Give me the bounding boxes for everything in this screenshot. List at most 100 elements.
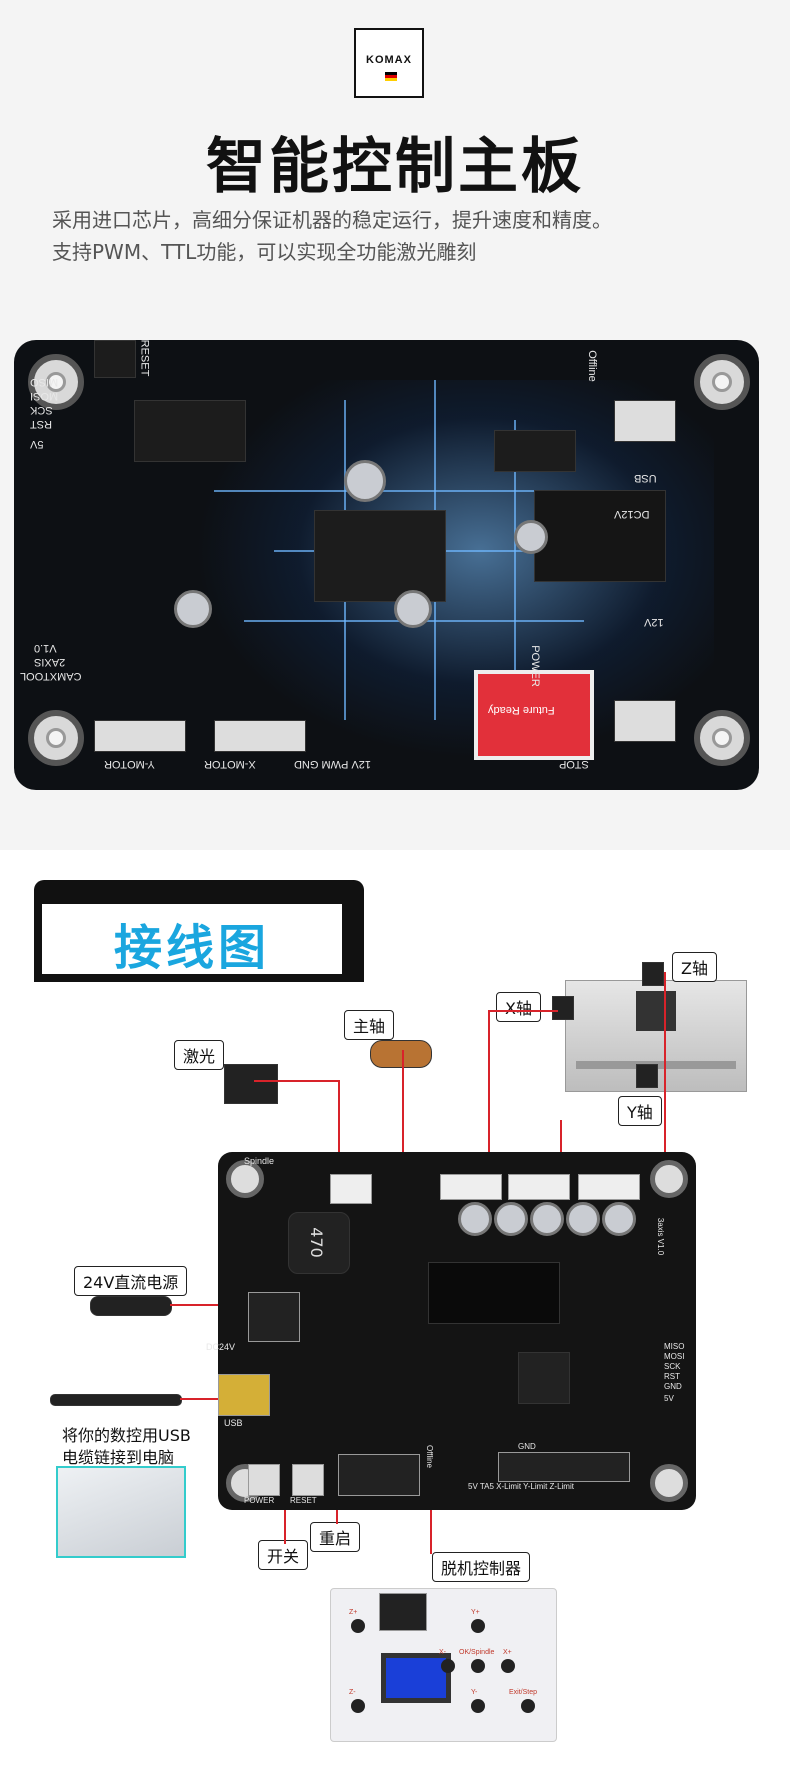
heatsink [428,1262,560,1324]
mcu-chip [314,510,446,602]
y-motor [636,1064,658,1088]
label-switch: 开关 [258,1540,309,1570]
key-z-minus: Z- [349,1689,356,1696]
key-ok-spindle: OK/Spindle [459,1649,495,1656]
label-z-axis: Z轴 [672,952,717,982]
pcb-silk-gnd2: GND [664,1382,682,1391]
capacitor [394,590,432,628]
capacitor [174,590,212,628]
power-button [248,1464,280,1496]
spindle-connector [330,1174,372,1204]
mainboard-photo: Future Ready RESET Offline USB DC12V 12V… [14,340,759,790]
label-spindle: 主轴 [344,1010,395,1040]
dc-plug [90,1296,172,1316]
mounting-hole [28,710,84,766]
mounting-hole [694,354,750,410]
silk-reset: RESET [138,340,151,377]
chip [534,490,666,582]
key-y-minus: Y- [471,1689,478,1696]
usb-note-line-1: 将你的数控用USB [62,1426,191,1445]
silk-version: V1.0 [34,642,57,654]
label-power-supply: 24V直流电源 [74,1266,188,1296]
pcb-silk-sck: SCK [664,1362,681,1371]
mounting-hole [28,354,84,410]
description-line-1: 采用进口芯片，高细分保证机器的稳定运行，提升速度和精度。 [52,208,612,232]
german-flag-icon [385,72,397,81]
x-motor [552,996,574,1020]
key-z-plus: Z+ [349,1609,358,1616]
brand-logo: KOMAX [354,28,424,98]
usb-port [614,400,676,442]
usb-note-line-2: 电缆链接到电脑 [62,1448,175,1467]
pcb-silk-offline: Offline [424,1445,434,1468]
silk-dc12v: DC12V [614,508,650,520]
z-motor [642,962,664,986]
label-laser: 激光 [174,1040,225,1070]
label-restart: 重启 [310,1522,361,1552]
limit-pins [498,1452,630,1482]
pcb-silk-rst: RST [664,1372,680,1381]
pcb-silk-version: 3axis V1.0 [656,1217,666,1256]
key-exit-step: Exit/Step [509,1689,538,1696]
silk-12v: 12V [644,616,664,628]
chip [134,400,246,462]
dc-jack [248,1292,300,1342]
silk-2axis: 2AXIS [34,656,66,668]
pcb-silk-5v: 5V [664,1394,674,1403]
offline-controller-photo: Z+ Z- Y+ Y- X- X+ OK/Spindle Exit/Step [330,1588,557,1742]
controller-screen [381,1653,451,1703]
reset-button [94,340,136,378]
silk-pwm-gnd: 12V PWM GND [294,758,372,770]
silk-offline: Offline [585,350,598,382]
description-line-2: 支持PWM、TTL功能，可以实现全功能激光雕刻 [52,240,477,264]
pcb-silk-gnd: GND [518,1442,536,1451]
inductor-label: 470 [306,1227,326,1258]
pcb-silk-miso: MISO [664,1342,685,1351]
silk-y-motor: Y-MOTOR [104,758,155,770]
label-y-axis: Y轴 [618,1096,662,1126]
pcb-silk-power: POWER [244,1496,275,1505]
laptop-photo [56,1466,186,1558]
pcb-silk-reset: RESET [290,1496,317,1505]
silk-sck: SCK [30,404,53,416]
silk-5v: 5V [30,438,44,450]
product-banner: KOMAX 智能控制主板 采用进口芯片，高细分保证机器的稳定运行，提升速度和精度… [0,0,790,850]
pcb-silk-mosi: MOSI [664,1352,685,1361]
key-x-minus: X- [439,1649,446,1656]
laser-module [224,1064,278,1104]
silk-miso: MISO [30,376,59,388]
mcu-chip [518,1352,570,1404]
wiring-section-title: 接线图 [113,920,270,976]
stop-connector [614,700,676,742]
pcb-silk-dc24v: DC24V [206,1342,236,1352]
y-connector [508,1174,570,1200]
key-x-plus: X+ [503,1649,512,1656]
wiring-section-header: 接线图 [34,880,364,982]
chip [494,430,576,472]
z-connector [578,1174,640,1200]
silk-stop: STOP [559,758,589,770]
silk-camxtool: CAMXTOOL [20,670,82,682]
motor-connector [94,720,186,752]
power-switch: Future Ready [474,670,594,760]
offline-header [338,1454,420,1496]
usb-cable [50,1394,182,1406]
silk-x-motor: X-MOTOR [204,758,256,770]
x-connector [440,1174,502,1200]
inductor: 470 [288,1212,350,1274]
silk-usb: USB [634,472,657,484]
silk-mosi: MOSI [30,390,59,402]
future-ready-text: Future Ready [488,704,555,716]
capacitor [344,460,386,502]
wiring-mainboard: 470 Spindle DC24V USB POWER RESET Offlin… [206,1152,696,1510]
pcb-silk-limits: 5V TA5 X-Limit Y-Limit Z-Limit [468,1482,574,1491]
key-y-plus: Y+ [471,1609,480,1616]
brand-logo-text: KOMAX [366,54,412,66]
spindle-motor [370,1040,432,1068]
reset-button [292,1464,324,1496]
page-title: 智能控制主板 [206,132,584,202]
mounting-hole [694,710,750,766]
silk-power: POWER [528,645,541,687]
pcb-silk-spindle: Spindle [244,1156,275,1166]
label-offline-controller: 脱机控制器 [432,1552,531,1582]
